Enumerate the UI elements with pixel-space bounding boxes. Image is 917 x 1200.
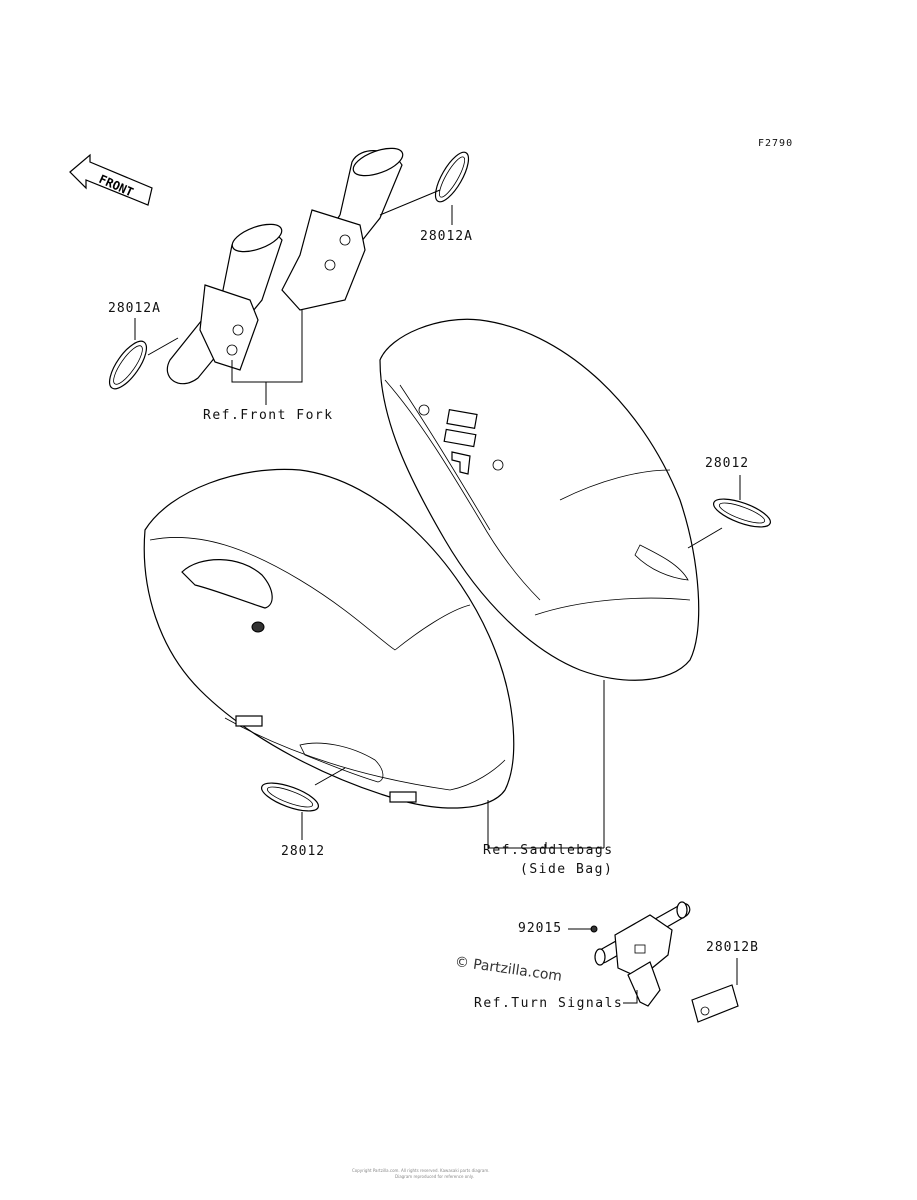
reflector-28012a-left [108, 318, 179, 390]
part-label-28012-bottom: 28012 [281, 844, 326, 859]
copyright-line-2: Diagram reproduced for reference only. [395, 1174, 474, 1179]
saddlebag-right-illustration [379, 318, 700, 848]
copyright-line-1: Copyright Partzilla.com. All rights rese… [352, 1168, 490, 1173]
part-label-28012a-left: 28012A [108, 301, 161, 316]
reflector-28012a-top [379, 151, 470, 225]
ref-label-turn-signals: Ref.Turn Signals [474, 996, 624, 1011]
saddlebag-left-illustration [143, 468, 604, 849]
part-label-28012b: 28012B [706, 940, 759, 955]
part-label-28012a-top: 28012A [420, 229, 473, 244]
front-arrow-icon: FRONT [69, 153, 153, 206]
reflector-28012-bottom [261, 767, 346, 840]
turn-signal-bracket-illustration [568, 901, 739, 1023]
part-label-92015: 92015 [518, 921, 563, 936]
part-label-28012-right: 28012 [705, 456, 750, 471]
reflector-28012-right [687, 475, 771, 549]
ref-label-side-bag: (Side Bag) [520, 862, 614, 877]
front-fork-illustration [166, 147, 404, 405]
ref-label-front-fork: Ref.Front Fork [203, 408, 334, 423]
figure-id: F2790 [758, 138, 794, 149]
ref-label-saddlebags: Ref.Saddlebags [483, 843, 614, 858]
